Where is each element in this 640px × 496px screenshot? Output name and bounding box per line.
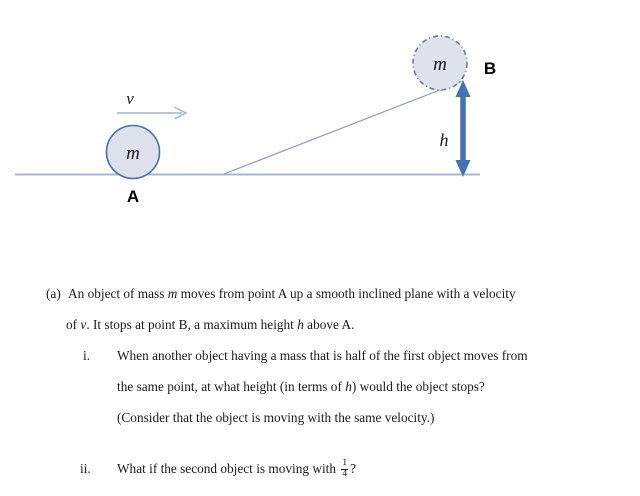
- item-ii-text-post: ?: [350, 461, 356, 476]
- part-a-line-1-pre: An object of mass: [68, 286, 168, 301]
- physics-diagram: v h m A m B: [15, 35, 496, 206]
- fraction-numerator: 1: [342, 458, 348, 469]
- question-item-ii-line-1: ii. What if the second object is moving …: [0, 453, 640, 484]
- part-a-line-2-text: of v. It stops at point B, a maximum hei…: [66, 309, 354, 340]
- point-a-label: A: [127, 187, 139, 206]
- item-i-height-symbol: h: [345, 379, 352, 394]
- item-i-line-1-text: When another object having a mass that i…: [117, 348, 528, 363]
- inclined-plane-line: [223, 80, 464, 175]
- part-a-line-2-pre: of: [66, 317, 81, 332]
- fraction-denominator: 4: [341, 468, 349, 479]
- part-a-marker: (a): [46, 286, 61, 301]
- part-a-line-1-post: moves from point A up a smooth inclined …: [177, 286, 516, 301]
- question-part-a-line-2: of v. It stops at point B, a maximum hei…: [0, 309, 640, 340]
- ball-b: m: [412, 35, 468, 91]
- part-a-line-1-text: An object of mass m moves from point A u…: [68, 278, 516, 309]
- item-i-line-2-pre: the same point, at what height (in terms…: [117, 379, 346, 394]
- height-label: h: [440, 130, 449, 150]
- part-a-mass-symbol: m: [167, 286, 178, 301]
- velocity-arrow: [117, 106, 187, 120]
- velocity-label: v: [126, 89, 134, 108]
- item-i-line-3-text: (Consider that the object is moving with…: [117, 410, 435, 425]
- item-ii-text-pre: What if the second object is moving with: [117, 461, 340, 476]
- question-item-i-line-3: (Consider that the object is moving with…: [0, 402, 640, 433]
- point-b-label: B: [484, 59, 496, 78]
- item-i-marker: i.: [83, 348, 91, 363]
- height-arrow: [455, 80, 471, 177]
- part-a-line-2-mid: . It stops at point B, a maximum height: [86, 317, 298, 332]
- part-a-height-symbol: h: [297, 317, 304, 332]
- ball-a-mass-label: m: [126, 143, 140, 164]
- item-ii-text: What if the second object is moving with…: [117, 453, 356, 484]
- item-ii-marker: ii.: [80, 461, 91, 476]
- part-a-line-2-post: above A.: [303, 317, 355, 332]
- question-item-i-line-1: i. When another object having a mass tha…: [0, 340, 640, 371]
- part-a-velocity-symbol: v: [80, 317, 87, 332]
- ball-a: m: [105, 124, 161, 180]
- question-part-a-line-1: (a) An object of mass m moves from point…: [0, 278, 640, 309]
- question-text-block: (a) An object of mass m moves from point…: [0, 278, 640, 484]
- question-item-i-line-2: the same point, at what height (in terms…: [0, 371, 640, 402]
- item-i-line-2-text: the same point, at what height (in terms…: [117, 371, 485, 402]
- item-i-line-2-post: ) would the object stops?: [351, 379, 485, 394]
- ball-b-mass-label: m: [433, 54, 447, 75]
- question-spacer: [0, 433, 640, 453]
